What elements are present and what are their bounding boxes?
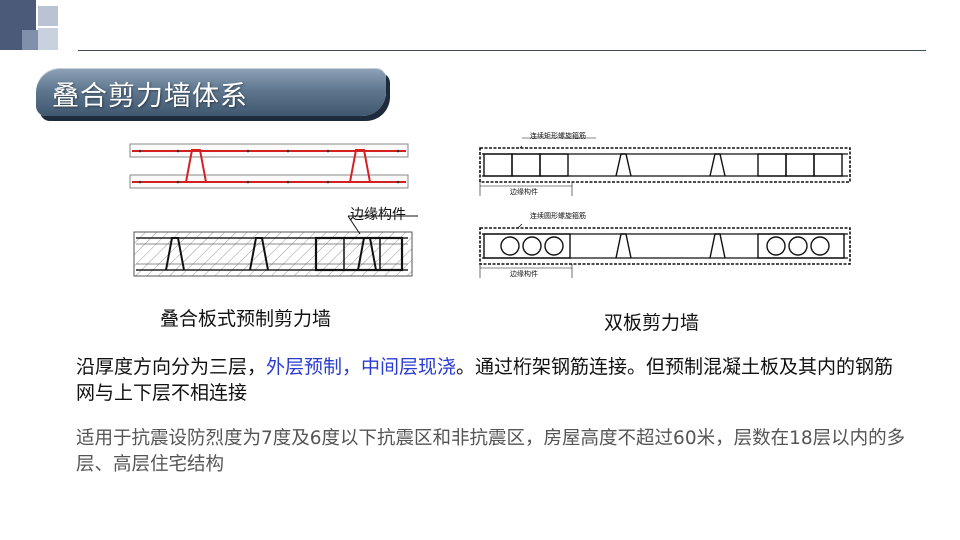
deco-square-light-2 [38,28,58,50]
caption-precast-wall: 叠合板式预制剪力墙 [160,308,332,330]
para1-highlight-outer: 外层预制， [266,356,362,378]
caption-double-panel-wall: 双板剪力墙 [604,312,700,334]
double-panel-circle-figure [479,223,851,278]
edge-member-callout: 边缘构件 [350,207,406,223]
double-panel-rect-figure [479,137,851,196]
para1-text-1: 沿厚度方向分为三层， [76,356,267,378]
title-banner: 叠合剪力墙体系 [36,68,386,116]
description-applicability: 适用于抗震设防烈度为7度及6度以下抗震区和非抗震区，房屋高度不超过60米，层数在… [76,428,906,475]
para1-text-2: 。通过桁架钢筋连接。但预制混凝土板及其内的钢筋网与上下层不相连接 [76,356,894,404]
edge-member-label-top: 边缘构件 [510,188,538,196]
para1-highlight-middle: 中间层现浇 [361,356,457,378]
rect-stirrup-callout: 连续矩形螺旋箍筋 [530,132,586,140]
edge-member-figure [133,215,418,277]
page-title: 叠合剪力墙体系 [52,81,248,112]
edge-member-label-bottom: 边缘构件 [510,270,538,278]
header-divider [78,50,926,51]
deco-square-light-1 [38,6,58,26]
description-structure: 沿厚度方向分为三层，外层预制，中间层现浇。通过桁架钢筋连接。但预制混凝土板及其内… [76,354,896,406]
deco-square-mid [22,30,38,50]
precast-wall-panel-figure [129,143,409,189]
circle-spiral-callout: 连续圆形螺旋箍筋 [530,212,586,220]
corner-decoration [0,0,80,52]
